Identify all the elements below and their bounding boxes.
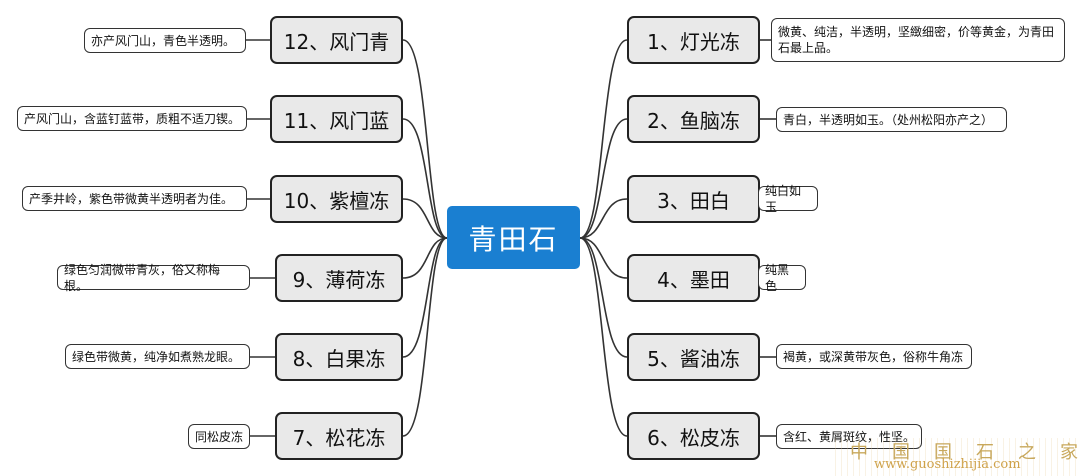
branch-node-r3[interactable]: 3、田白 [627, 175, 760, 223]
note-r1: 微黄、纯洁，半透明，坚緻细密，价等黄金，为青田石最上品。 [771, 18, 1065, 62]
connector-right-5 [579, 237, 628, 358]
branch-node-l11[interactable]: 11、风门蓝 [270, 95, 403, 143]
watermark-pattern [830, 438, 1080, 476]
watermark-title: 中国国石之家 [850, 438, 1080, 464]
connector-left-4 [402, 237, 448, 279]
watermark-char: 家 [1060, 438, 1080, 464]
note-l9: 绿色匀润微带青灰，俗又称梅根。 [57, 263, 250, 293]
connector-right-6 [579, 237, 628, 437]
note-r4: 纯黑色 [758, 263, 806, 293]
note-l10: 产季井岭，紫色带微黄半透明者为佳。 [22, 186, 247, 211]
branch-node-r2[interactable]: 2、鱼脑冻 [627, 95, 760, 143]
watermark-char: 中 [850, 442, 892, 463]
watermark-char: 石 [976, 442, 1018, 463]
branch-node-l12[interactable]: 12、风门青 [270, 16, 403, 64]
note-r6: 含红、黄屑斑纹，性坚。 [776, 424, 922, 449]
connector-left-6 [402, 237, 448, 437]
branch-node-l7[interactable]: 7、松花冻 [275, 412, 403, 460]
note-r5: 褐黄，或深黄带灰色，俗称牛角冻 [776, 344, 972, 369]
branch-node-r1[interactable]: 1、灯光冻 [627, 16, 760, 64]
note-l12: 亦产风门山，青色半透明。 [84, 28, 246, 53]
note-r2: 青白，半透明如玉。（处州松阳亦产之） [776, 107, 1007, 132]
connector-left-1 [402, 39, 448, 239]
connector-right-1 [579, 39, 628, 239]
connector-left-3 [402, 198, 448, 239]
connector-right-3 [579, 198, 628, 239]
connector-right-2 [579, 118, 628, 239]
watermark-char: 国 [934, 442, 976, 463]
watermark-logo: 中国国石之家 www.guoshizhijia.com [830, 438, 1080, 476]
note-r3: 纯白如玉 [758, 184, 818, 214]
watermark-char: 国 [892, 442, 934, 463]
watermark-url: www.guoshizhijia.com [874, 457, 1021, 472]
watermark-char: 之 [1018, 442, 1060, 463]
branch-node-l10[interactable]: 10、紫檀冻 [270, 175, 403, 223]
branch-node-l8[interactable]: 8、白果冻 [275, 333, 403, 381]
branch-node-r5[interactable]: 5、酱油冻 [627, 333, 760, 381]
note-l8: 绿色带微黄，纯净如煮熟龙眼。 [65, 344, 250, 369]
branch-node-r4[interactable]: 4、墨田 [627, 254, 760, 302]
center-node[interactable]: 青田石 [447, 206, 580, 269]
branch-node-l9[interactable]: 9、薄荷冻 [275, 254, 403, 302]
connector-right-4 [579, 237, 628, 279]
connector-left-5 [402, 237, 448, 358]
note-l7: 同松皮冻 [188, 424, 250, 449]
connector-left-2 [402, 118, 448, 239]
branch-node-r6[interactable]: 6、松皮冻 [627, 412, 760, 460]
note-l11: 产风门山，含蓝钉蓝带，质粗不适刀锲。 [17, 106, 247, 131]
